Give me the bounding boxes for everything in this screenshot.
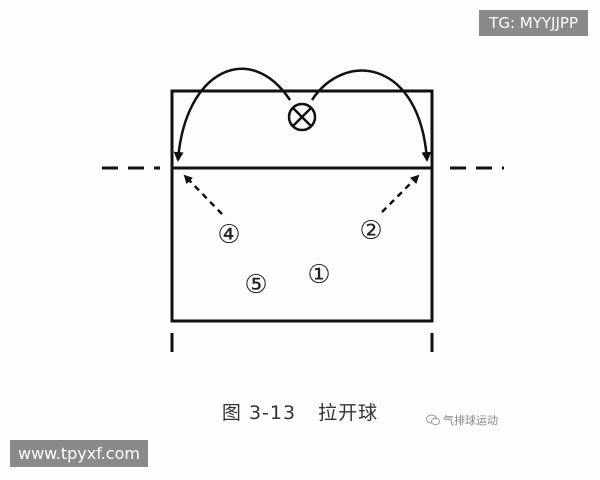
watermark-top-right: TG: MYYJJPP <box>479 10 588 36</box>
figure-number: 图 3-13 <box>221 402 297 424</box>
figure-title: 拉开球 <box>318 402 379 424</box>
wechat-watermark: 气排球运动 <box>426 412 498 428</box>
set-arc-right <box>310 69 432 162</box>
player-5-marker: ⑤ <box>244 270 267 300</box>
watermark-bottom-left: www.tpyxf.com <box>10 440 148 467</box>
figure-caption: 图 3-13 拉开球 <box>0 398 600 425</box>
court-outline <box>170 89 434 323</box>
circle-x-icon <box>287 102 317 132</box>
approach-arrow-player-2 <box>381 174 420 213</box>
approach-arrow-player-4 <box>183 174 223 215</box>
player-4-marker: ④ <box>217 220 240 250</box>
set-arc-left <box>173 67 292 162</box>
wechat-icon <box>426 414 440 426</box>
player-2-marker: ② <box>359 216 382 246</box>
player-1-marker: ① <box>307 260 330 290</box>
wechat-account-label: 气排球运动 <box>443 414 498 427</box>
